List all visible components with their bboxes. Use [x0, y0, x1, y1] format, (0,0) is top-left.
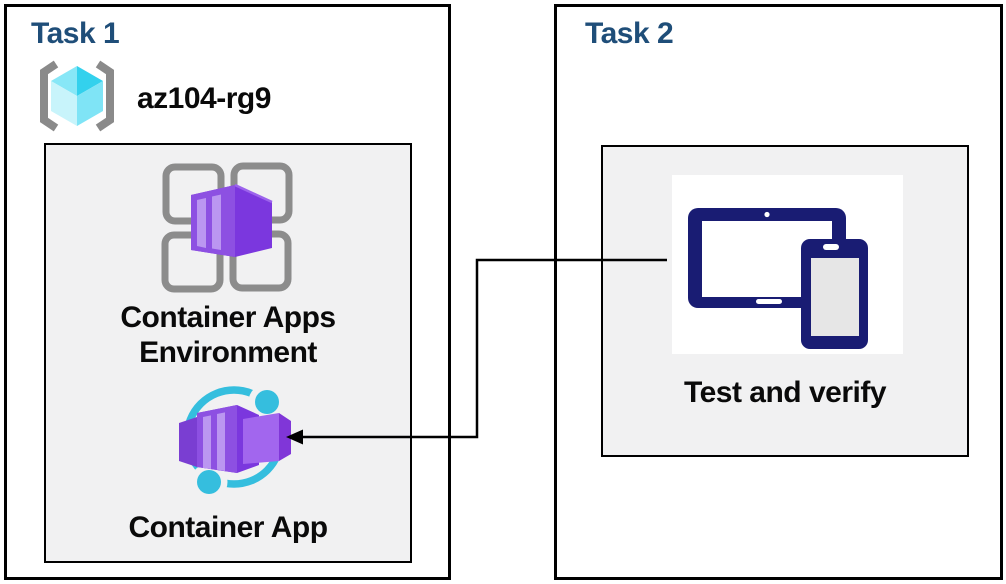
test-and-verify-label: Test and verify — [683, 376, 887, 409]
container-app-icon — [173, 377, 295, 504]
resource-group: az104-rg9 — [33, 59, 271, 138]
task1-inner-box: Container Apps Environment — [44, 143, 412, 563]
task1-title: Task 1 — [31, 17, 120, 50]
container-apps-environment-label: Container Apps Environment — [120, 301, 336, 369]
container-app-label: Container App — [128, 511, 328, 544]
task2-title: Task 2 — [585, 17, 674, 50]
task1-box: Task 1 az104-rg9 — [4, 4, 451, 580]
devices-icon — [672, 208, 903, 358]
task2-inner-box: Test and verify — [601, 145, 969, 457]
resource-group-name: az104-rg9 — [137, 81, 271, 115]
container-apps-environment-icon — [159, 155, 299, 300]
task2-box: Task 2 — [554, 4, 1003, 580]
resource-group-icon — [33, 59, 121, 138]
devices-icon-plate — [672, 175, 903, 354]
